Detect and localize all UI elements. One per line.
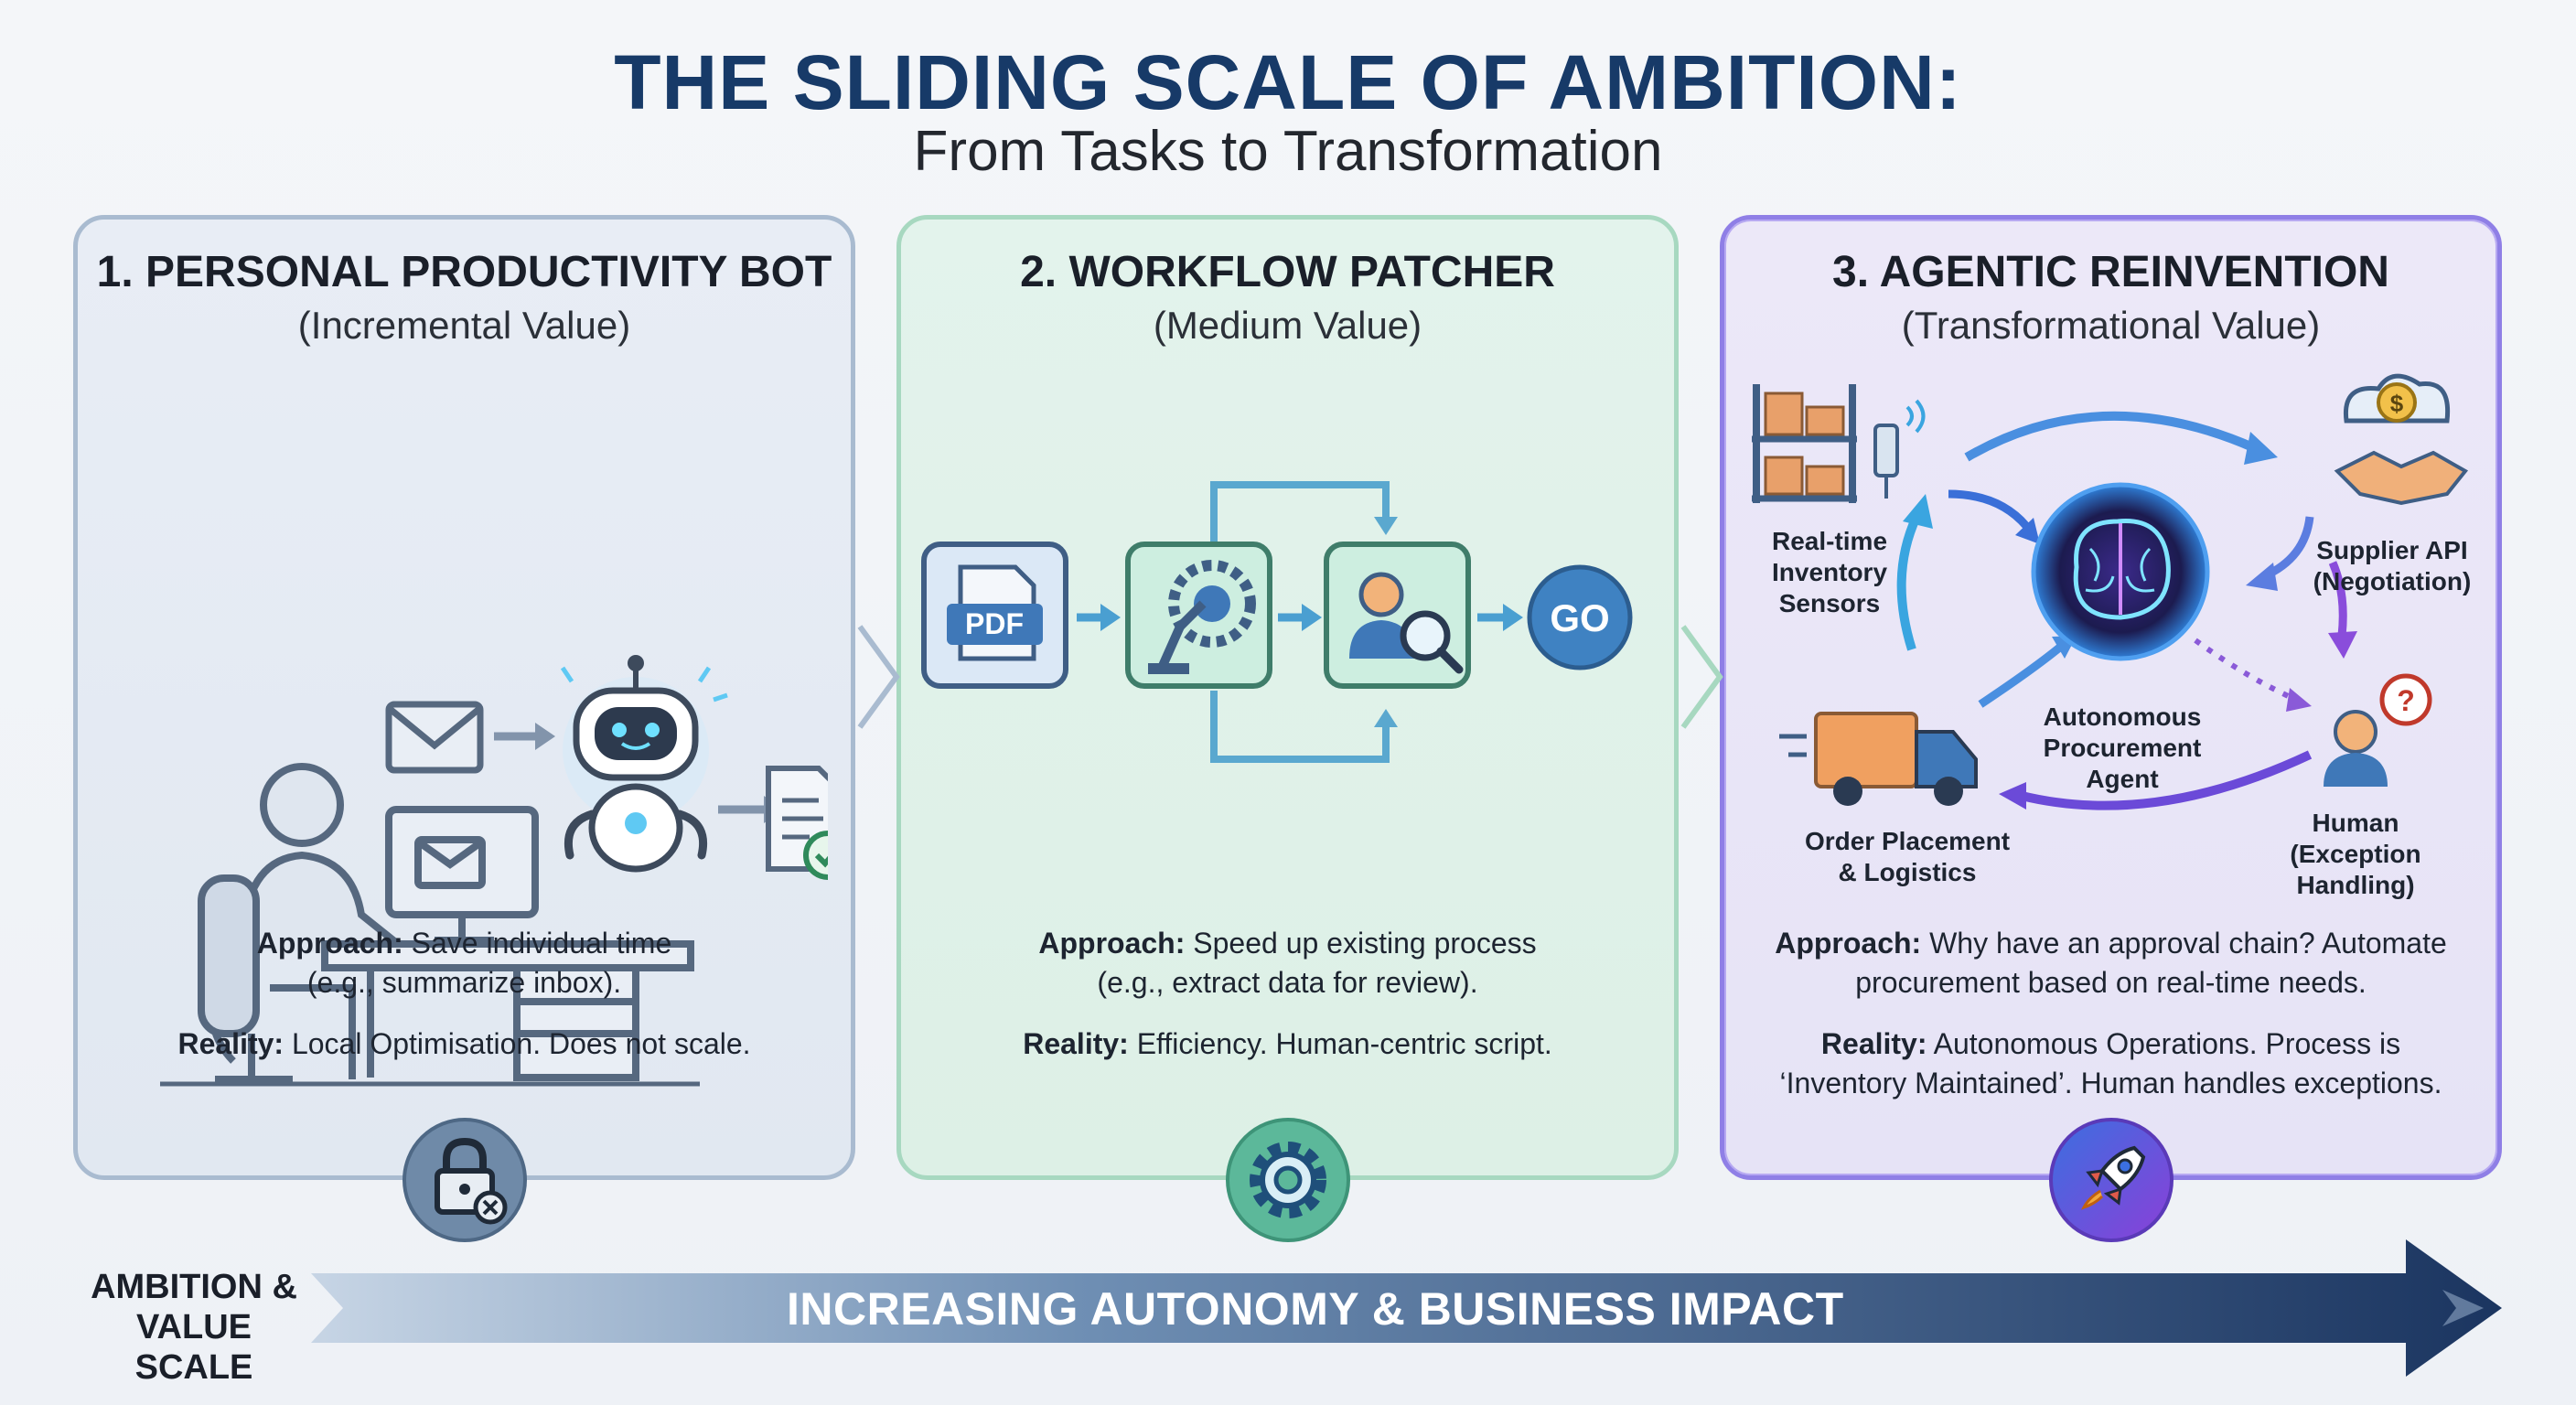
node-label-supplier: Supplier API(Negotiation): [2313, 536, 2472, 595]
workflow-diagram: PDF GO: [921, 481, 1633, 763]
approach-text: Approach: Why have an approval chain? Au…: [1775, 927, 2447, 999]
human-question-icon: ?: [2324, 673, 2432, 787]
productivity-bot-illustration: [160, 655, 828, 1087]
panel-subtitle: (Transformational Value): [1901, 304, 2321, 347]
delivery-truck-icon: [1779, 712, 1978, 806]
human-review-icon: [1324, 542, 1471, 689]
panel-title: 2. WORKFLOW PATCHER: [1020, 248, 1555, 296]
rocket-icon: [2049, 1118, 2174, 1242]
panel-agentic-reinvention: 3. AGENTIC REINVENTION (Transformational…: [1720, 215, 2502, 1180]
approach-text: Approach: Speed up existing process (e.g…: [1038, 927, 1537, 999]
scale-label: AMBITION &VALUE SCALE: [91, 1268, 297, 1387]
svg-text:GO: GO: [1550, 596, 1609, 639]
svg-text:$: $: [2390, 390, 2404, 417]
svg-text:PDF: PDF: [965, 607, 1024, 640]
page-subtitle: From Tasks to Transformation: [913, 120, 1663, 183]
node-label-order: Order Placement& Logistics: [1804, 827, 2011, 886]
panel-title: 3. AGENTIC REINVENTION: [1832, 248, 2389, 296]
chevron-right-icon: [857, 625, 900, 729]
panel-subtitle: (Medium Value): [1153, 304, 1422, 347]
chevron-right-icon: [1680, 625, 1723, 729]
page-title: THE SLIDING SCALE OF AMBITION:: [614, 39, 1962, 125]
brain-ai-icon: [2031, 482, 2210, 661]
panel-personal-productivity-bot: 1. PERSONAL PRODUCTIVITY BOT (Incrementa…: [73, 215, 855, 1180]
lock-icon: [402, 1118, 527, 1242]
gear-icon: [1226, 1118, 1350, 1242]
reality-text: Reality: Efficiency. Human-centric scrip…: [1023, 1027, 1552, 1060]
robot-icon: [560, 655, 728, 873]
approach-text: Approach: Save individual time (e.g., su…: [256, 927, 672, 999]
reality-text: Reality: Autonomous Operations. Process …: [1779, 1027, 2442, 1099]
svg-text:?: ?: [2397, 684, 2415, 717]
go-button-icon: GO: [1527, 564, 1633, 670]
panel-workflow-patcher: 2. WORKFLOW PATCHER (Medium Value) PDF: [896, 215, 1679, 1180]
scale-arrow-label: INCREASING AUTONOMY & BUSINESS IMPACT: [787, 1283, 1844, 1335]
agentic-loop-diagram: $ ?: [1752, 373, 2469, 810]
reality-text: Reality: Local Optimisation. Does not sc…: [177, 1027, 751, 1060]
inventory-shelf-icon: [1752, 384, 1926, 503]
supplier-handshake-icon: $: [2334, 373, 2469, 506]
panel-title: 1. PERSONAL PRODUCTIVITY BOT: [96, 248, 832, 296]
robotic-arm-gear-icon: [1125, 542, 1272, 689]
scale-arrow: [311, 1239, 2502, 1377]
document-check-icon: [766, 766, 828, 880]
person-at-desk-icon: [198, 763, 694, 1083]
panel-subtitle: (Incremental Value): [297, 304, 631, 347]
pdf-document-icon: PDF: [921, 542, 1068, 689]
email-icon: [385, 701, 484, 774]
